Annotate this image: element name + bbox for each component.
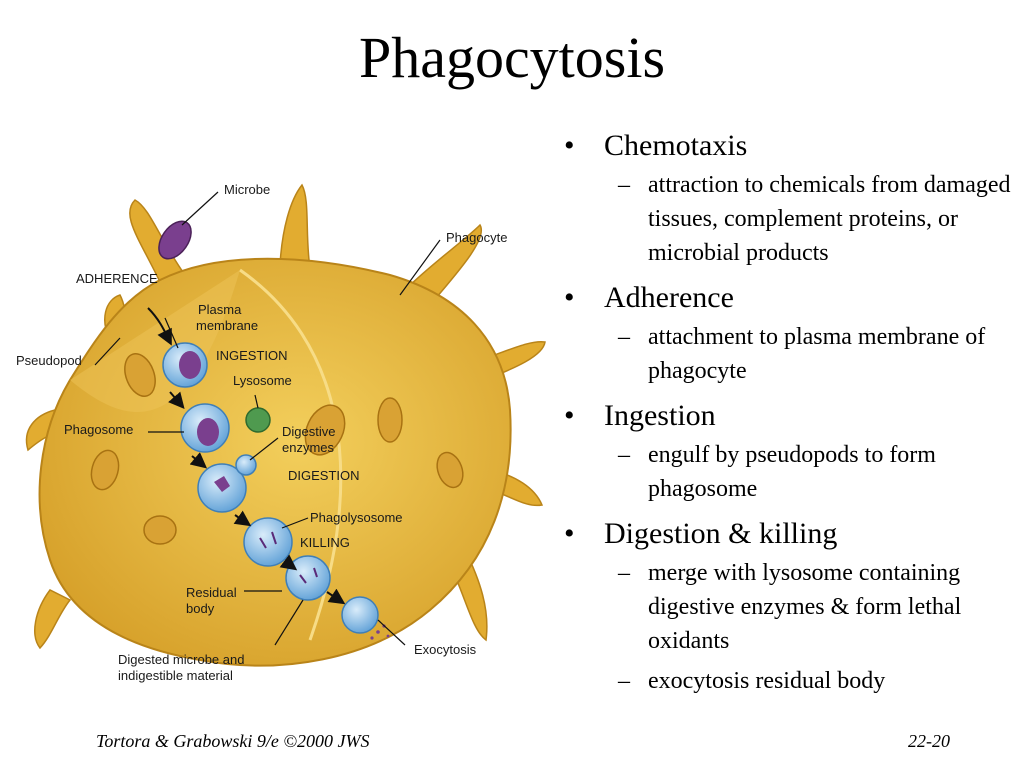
label-phagosome: Phagosome	[64, 422, 133, 437]
label-residual-body-1: Residual	[186, 585, 237, 600]
label-killing: KILLING	[300, 535, 350, 550]
label-plasma-membrane-1: Plasma	[198, 302, 242, 317]
bullet-item: Adherence attachment to plasma membrane …	[558, 278, 1018, 388]
slide-title: Phagocytosis	[358, 25, 666, 90]
footer-page-number: 22-20	[908, 731, 950, 751]
sub-bullet: attraction to chemicals from damaged tis…	[604, 168, 1018, 270]
label-digestive-enzymes-2: enzymes	[282, 440, 335, 455]
sub-bullet: exocytosis residual body	[604, 664, 1018, 698]
bullet-heading: Digestion & killing	[604, 517, 838, 550]
sequence-arrows	[147, 307, 346, 605]
label-digested-2: indigestible material	[118, 668, 233, 683]
phagocytosis-diagram: Microbe Phagocyte ADHERENCE Plasma membr…	[10, 170, 550, 700]
bullet-item: Digestion & killing merge with lysosome …	[558, 514, 1018, 698]
label-lysosome: Lysosome	[233, 373, 292, 388]
phagocyte-illustration: Microbe Phagocyte ADHERENCE Plasma membr…	[16, 182, 546, 683]
bullet-heading: Chemotaxis	[604, 129, 748, 162]
bullet-item: Ingestion engulf by pseudopods to form p…	[558, 396, 1018, 506]
label-digested-1: Digested microbe and	[118, 652, 244, 667]
sub-bullet: merge with lysosome containing digestive…	[604, 556, 1018, 658]
bullet-list: Chemotaxis attraction to chemicals from …	[558, 126, 1018, 706]
vesicle-sequence	[162, 342, 390, 640]
label-pseudopod: Pseudopod	[16, 353, 82, 368]
bullet-item: Chemotaxis attraction to chemicals from …	[558, 126, 1018, 270]
label-microbe: Microbe	[224, 182, 270, 197]
mitochondria	[90, 353, 464, 545]
label-digestive-enzymes-1: Digestive	[282, 424, 335, 439]
label-phagolysosome: Phagolysosome	[310, 510, 403, 525]
label-digestion: DIGESTION	[288, 468, 360, 483]
label-exocytosis: Exocytosis	[414, 642, 477, 657]
label-phagocyte: Phagocyte	[446, 230, 507, 245]
sub-bullet: attachment to plasma membrane of phagocy…	[604, 320, 1018, 388]
sub-bullet: engulf by pseudopods to form phagosome	[604, 438, 1018, 506]
footer-citation: Tortora & Grabowski 9/e ©2000 JWS	[96, 731, 370, 751]
label-residual-body-2: body	[186, 601, 215, 616]
label-adherence: ADHERENCE	[76, 271, 158, 286]
bullet-heading: Adherence	[604, 281, 734, 314]
label-ingestion: INGESTION	[216, 348, 288, 363]
microbe	[158, 220, 192, 260]
label-plasma-membrane-2: membrane	[196, 318, 258, 333]
bullet-heading: Ingestion	[604, 399, 716, 432]
